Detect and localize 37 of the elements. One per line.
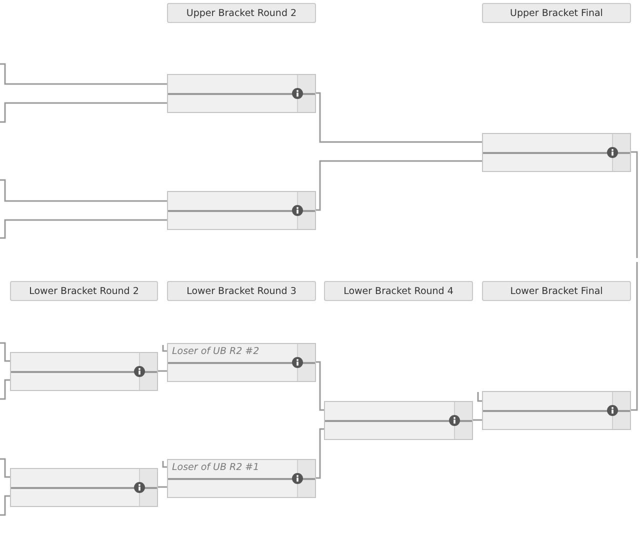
connector-line — [0, 379, 10, 400]
round-header: Upper Bracket Final — [482, 3, 631, 23]
connector-line — [158, 370, 167, 372]
round-header: Lower Bracket Final — [482, 281, 631, 301]
connector-line — [316, 160, 482, 211]
slot-label: Loser of UB R2 #1 — [172, 462, 260, 473]
connector-line — [0, 102, 167, 123]
connector-line — [473, 419, 482, 421]
match-box — [167, 191, 316, 230]
connector-line — [316, 92, 482, 143]
match-box — [167, 459, 316, 498]
connector-line — [0, 219, 167, 239]
connector-line — [0, 179, 167, 202]
connector-line — [316, 428, 324, 479]
connector-line — [631, 262, 638, 411]
connector-line — [631, 151, 638, 258]
connector-line — [0, 63, 167, 85]
round-header: Lower Bracket Round 3 — [167, 281, 316, 301]
slot-label: Loser of UB R2 #2 — [172, 346, 260, 357]
connector-line — [0, 458, 10, 478]
match-box — [167, 74, 316, 113]
connector-line — [0, 342, 10, 362]
connector-line — [316, 361, 324, 411]
match-box — [167, 343, 316, 382]
match-box — [10, 352, 158, 391]
connector-line — [477, 391, 482, 402]
connector-line — [158, 486, 167, 488]
round-header: Upper Bracket Round 2 — [167, 3, 316, 23]
round-header: Lower Bracket Round 4 — [324, 281, 473, 301]
connector-line — [162, 460, 167, 468]
round-header: Lower Bracket Round 2 — [10, 281, 158, 301]
connector-line — [0, 495, 10, 516]
match-box — [10, 468, 158, 507]
match-box — [324, 401, 473, 440]
connector-line — [162, 344, 167, 352]
match-box — [482, 391, 631, 430]
match-box — [482, 133, 631, 172]
